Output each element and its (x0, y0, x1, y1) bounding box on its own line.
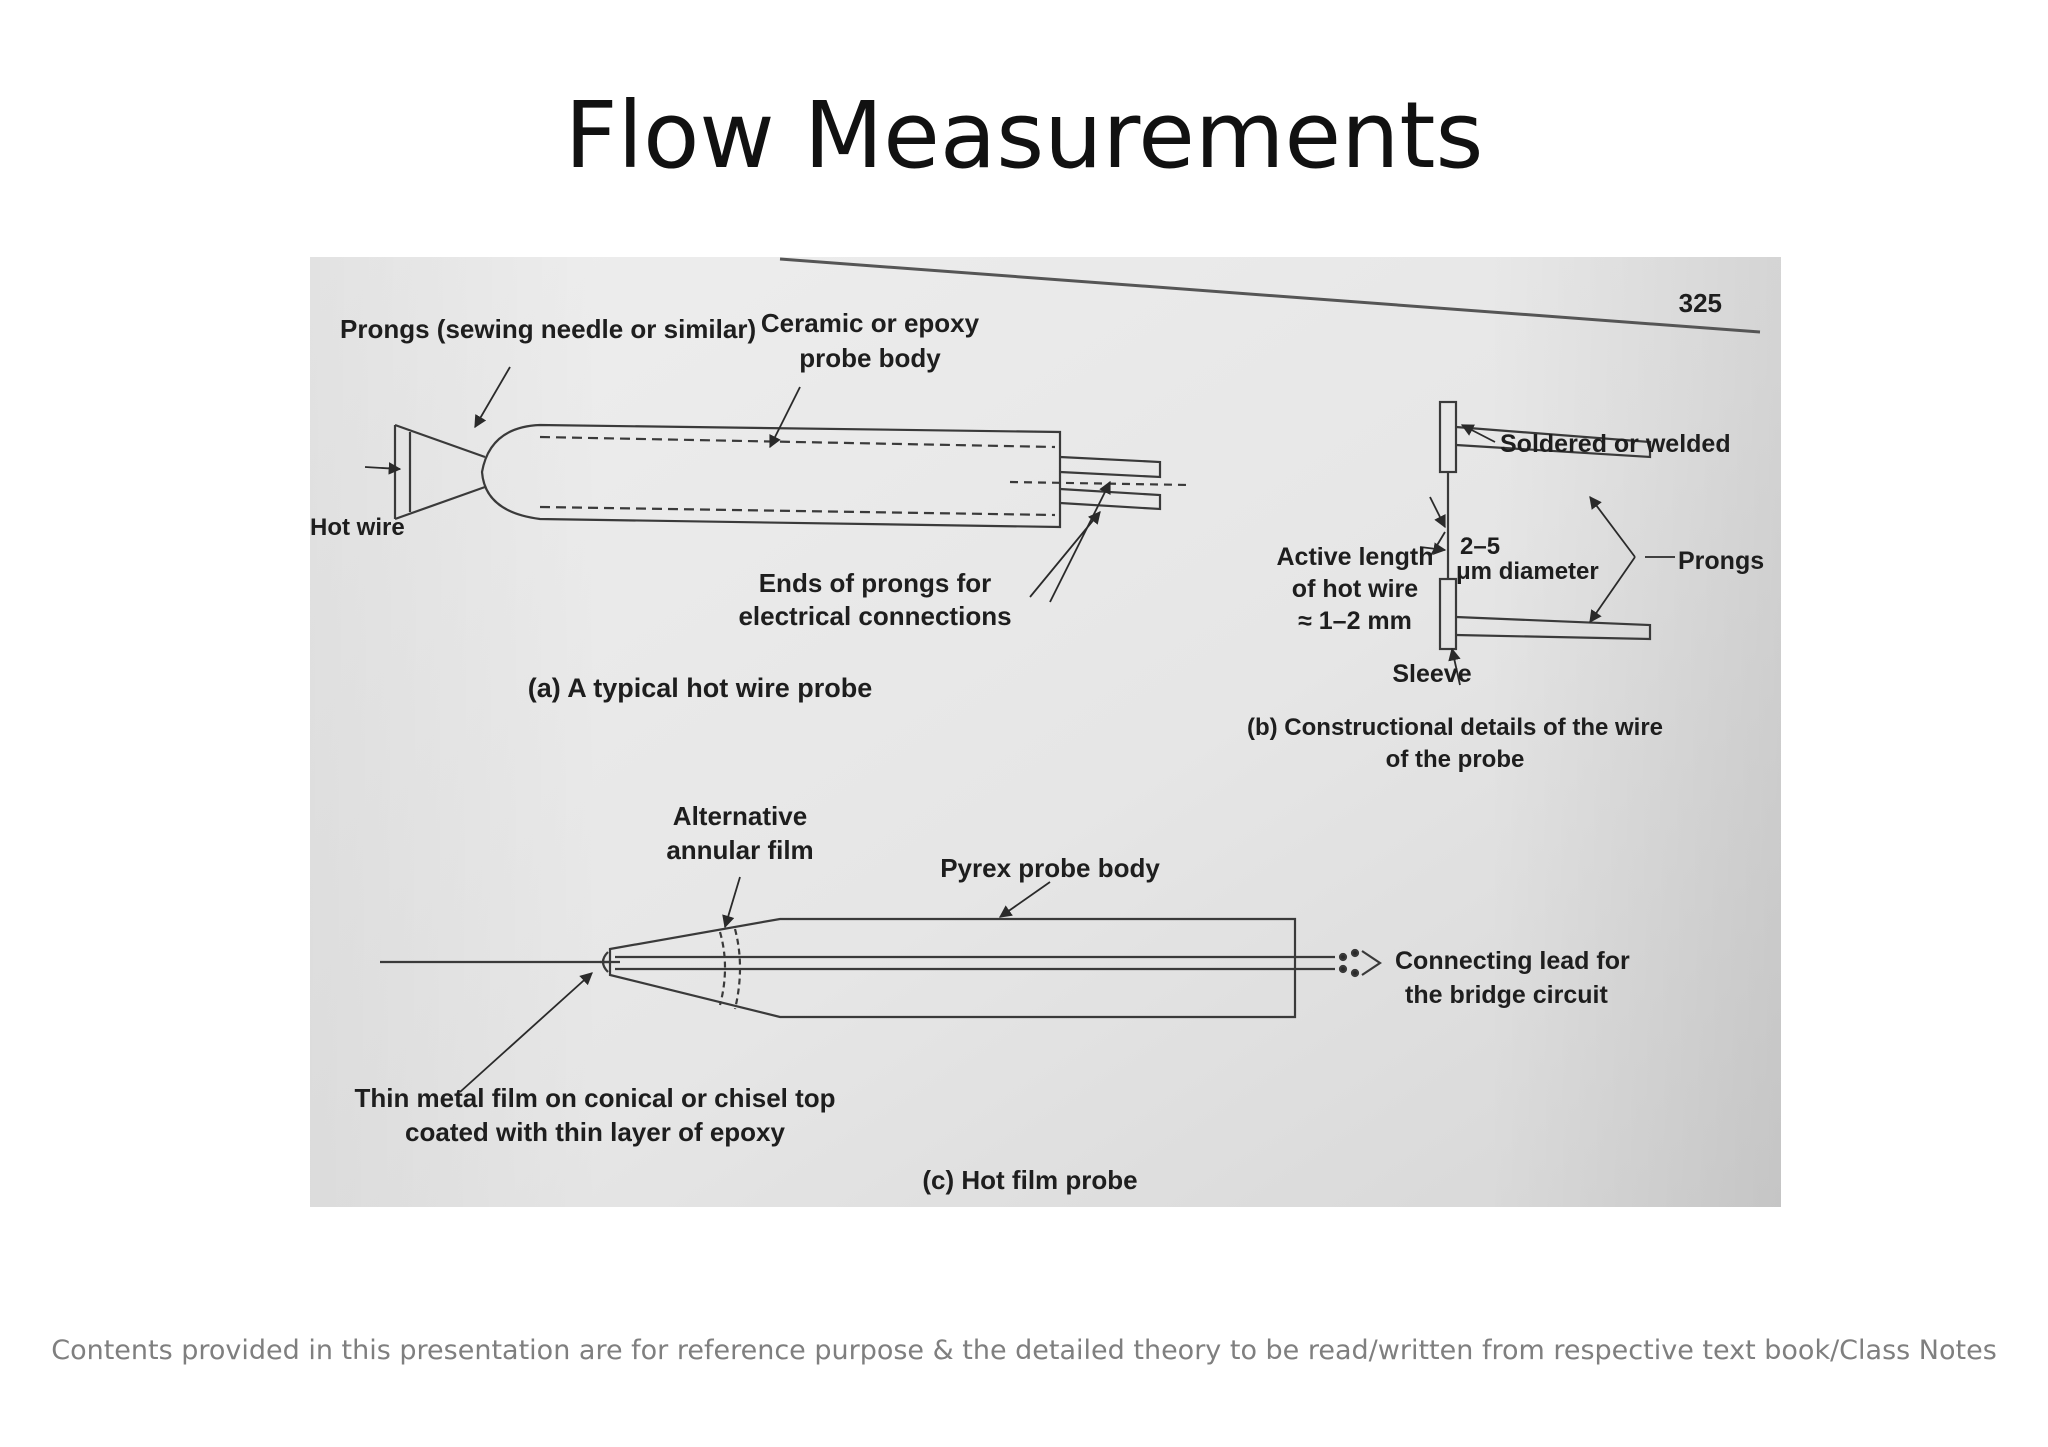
label-prongs: Prongs (sewing needle or similar) (340, 314, 756, 344)
label-soldered: Soldered or welded (1500, 430, 1731, 458)
label-annular-1: Alternative (673, 801, 807, 831)
label-ends-2: electrical connections (738, 601, 1011, 631)
label-pyrex: Pyrex probe body (940, 853, 1160, 883)
caption-b-2: of the probe (1386, 746, 1525, 773)
page-number: 325 (1679, 288, 1722, 318)
label-lead-1: Connecting lead for (1395, 947, 1630, 975)
label-lead-2: the bridge circuit (1405, 981, 1608, 1009)
label-active-2: of hot wire (1292, 575, 1418, 603)
label-diameter-1: 2–5 (1460, 533, 1500, 560)
label-ends-1: Ends of prongs for (759, 568, 992, 598)
caption-a: (a) A typical hot wire probe (528, 673, 873, 703)
label-body-2: probe body (799, 343, 941, 373)
label-film-1: Thin metal film on conical or chisel top (354, 1083, 835, 1113)
label-annular-2: annular film (666, 835, 813, 865)
label-active-1: Active length (1277, 543, 1434, 571)
label-sleeve: Sleeve (1392, 660, 1471, 688)
caption-b-1: (b) Constructional details of the wire (1247, 714, 1663, 741)
label-hot-wire: Hot wire (310, 514, 405, 541)
label-body-1: Ceramic or epoxy (761, 308, 980, 338)
page-header-rule (779, 257, 1761, 334)
caption-c: (c) Hot film probe (922, 1165, 1137, 1195)
textbook-figure-photo: 325 Prongs (sewing needle or sim (310, 257, 1781, 1207)
slide-title: Flow Measurements (564, 82, 1484, 189)
label-prongs-b: Prongs (1678, 547, 1764, 575)
hot-film-probe-drawing (380, 917, 1382, 1019)
label-film-2: coated with thin layer of epoxy (405, 1117, 785, 1147)
slide-footer: Contents provided in this presentation a… (51, 1335, 1997, 1366)
label-active-3: ≈ 1–2 mm (1298, 607, 1412, 635)
label-diameter-2: μm diameter (1456, 558, 1599, 585)
wire-construction-drawing (1438, 400, 1652, 651)
hot-wire-probe-drawing (393, 423, 1191, 529)
